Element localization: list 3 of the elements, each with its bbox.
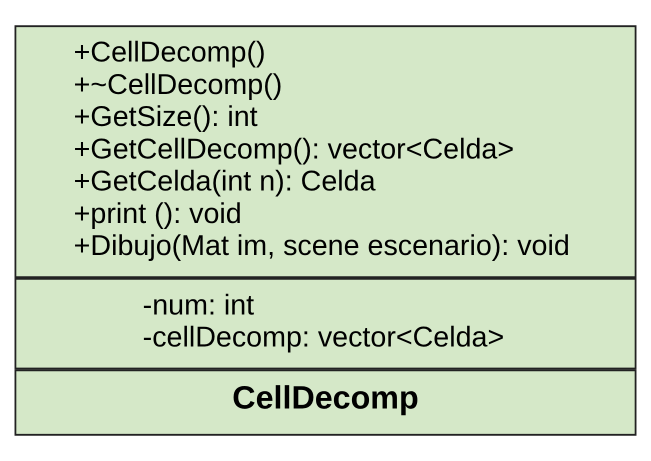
node-box: +CellDecomp() +~CellDecomp() +GetSize(): int +GetCellDecomp(): vector<Celda> +GetCelda(int n): Celda +print (): void +Dibujo(Mat im, scene escenario): void xyxy=(14,25,636,278)
node-box: -num: int -cellDecomp: vector<Celda> xyxy=(14,278,636,370)
node-box: CellDecomp xyxy=(14,369,636,436)
